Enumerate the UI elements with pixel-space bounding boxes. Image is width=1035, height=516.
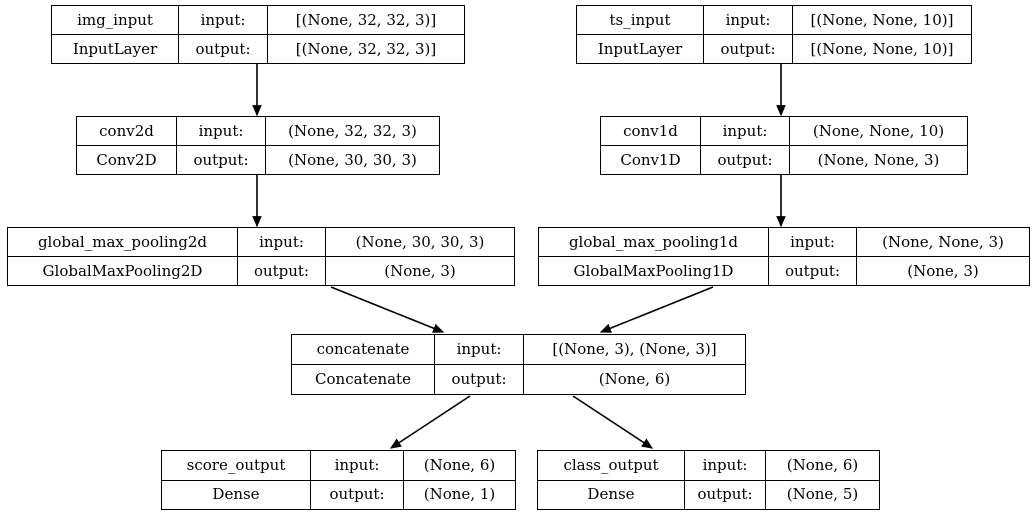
node-input-label: input: bbox=[769, 228, 857, 256]
node-class-name: Conv1D bbox=[601, 146, 701, 174]
node-input-label: input: bbox=[179, 6, 268, 34]
node-class-name: Dense bbox=[538, 480, 685, 509]
node-output-shape: (None, 3) bbox=[384, 261, 456, 280]
node-layer-name: global_max_pooling2d bbox=[8, 228, 238, 256]
node-class-name: InputLayer bbox=[52, 35, 179, 63]
node-output-label: output: bbox=[177, 146, 266, 174]
node-class-name: GlobalMaxPooling2D bbox=[8, 257, 238, 285]
node-output-shape: [(None, None, 10)] bbox=[810, 39, 954, 58]
edge-concatenate-to-score_output bbox=[389, 395, 471, 449]
node-layer-name: class_output bbox=[538, 451, 685, 480]
node-class-name: Dense bbox=[162, 480, 311, 509]
node-input-shape: [(None, 32, 32, 3)] bbox=[295, 10, 437, 29]
node-input-label: input: bbox=[704, 6, 793, 34]
node-output-label: output: bbox=[701, 146, 790, 174]
edge-global_max_pooling2d-to-concatenate bbox=[330, 286, 445, 333]
node-output-label: output: bbox=[435, 365, 524, 394]
node-output-label: output: bbox=[685, 480, 766, 509]
node-layer-name: ts_input bbox=[577, 6, 704, 34]
node-input-shape: (None, 30, 30, 3) bbox=[355, 232, 485, 251]
node-layer-name: conv2d bbox=[77, 117, 177, 145]
node-input-label: input: bbox=[701, 117, 790, 145]
node-input-label: input: bbox=[435, 335, 524, 364]
node-input-shape: [(None, None, 10)] bbox=[810, 10, 954, 29]
node-input-label: input: bbox=[685, 451, 766, 480]
node-output-shape: (None, 30, 30, 3) bbox=[288, 150, 417, 169]
node-input-label: input: bbox=[177, 117, 266, 145]
node-output-shape: (None, 1) bbox=[423, 485, 496, 504]
node-output-shape: (None, 3) bbox=[907, 261, 979, 280]
node-output-shape: (None, 5) bbox=[786, 485, 859, 504]
node-layer-name: img_input bbox=[52, 6, 179, 34]
node-input-shape: (None, 6) bbox=[786, 455, 859, 474]
node-class-name: Concatenate bbox=[292, 365, 435, 394]
node-layer-name: conv1d bbox=[601, 117, 701, 145]
node-output-label: output: bbox=[311, 480, 404, 509]
node-output-label: output: bbox=[704, 35, 793, 63]
node-layer-name: score_output bbox=[162, 451, 311, 480]
node-input-shape: (None, None, 3) bbox=[882, 232, 1004, 251]
node-layer-name: global_max_pooling1d bbox=[539, 228, 769, 256]
node-input-label: input: bbox=[311, 451, 404, 480]
node-output-shape: (None, None, 3) bbox=[817, 150, 940, 169]
edge-concatenate-to-class_output bbox=[572, 395, 654, 449]
node-input-shape: (None, 32, 32, 3) bbox=[288, 121, 417, 140]
node-output-label: output: bbox=[769, 257, 857, 285]
node-output-shape: (None, 6) bbox=[598, 370, 671, 388]
edge-global_max_pooling1d-to-concatenate bbox=[599, 286, 714, 333]
node-output-shape: [(None, 32, 32, 3)] bbox=[295, 39, 437, 58]
node-input-shape: [(None, 3), (None, 3)] bbox=[552, 340, 717, 358]
node-layer-name: concatenate bbox=[292, 335, 435, 364]
node-class-name: GlobalMaxPooling1D bbox=[539, 257, 769, 285]
node-output-label: output: bbox=[238, 257, 326, 285]
node-input-shape: (None, None, 10) bbox=[812, 121, 945, 140]
node-input-shape: (None, 6) bbox=[423, 455, 496, 474]
node-class-name: InputLayer bbox=[577, 35, 704, 63]
node-class-name: Conv2D bbox=[77, 146, 177, 174]
node-output-label: output: bbox=[179, 35, 268, 63]
node-input-label: input: bbox=[238, 228, 326, 256]
